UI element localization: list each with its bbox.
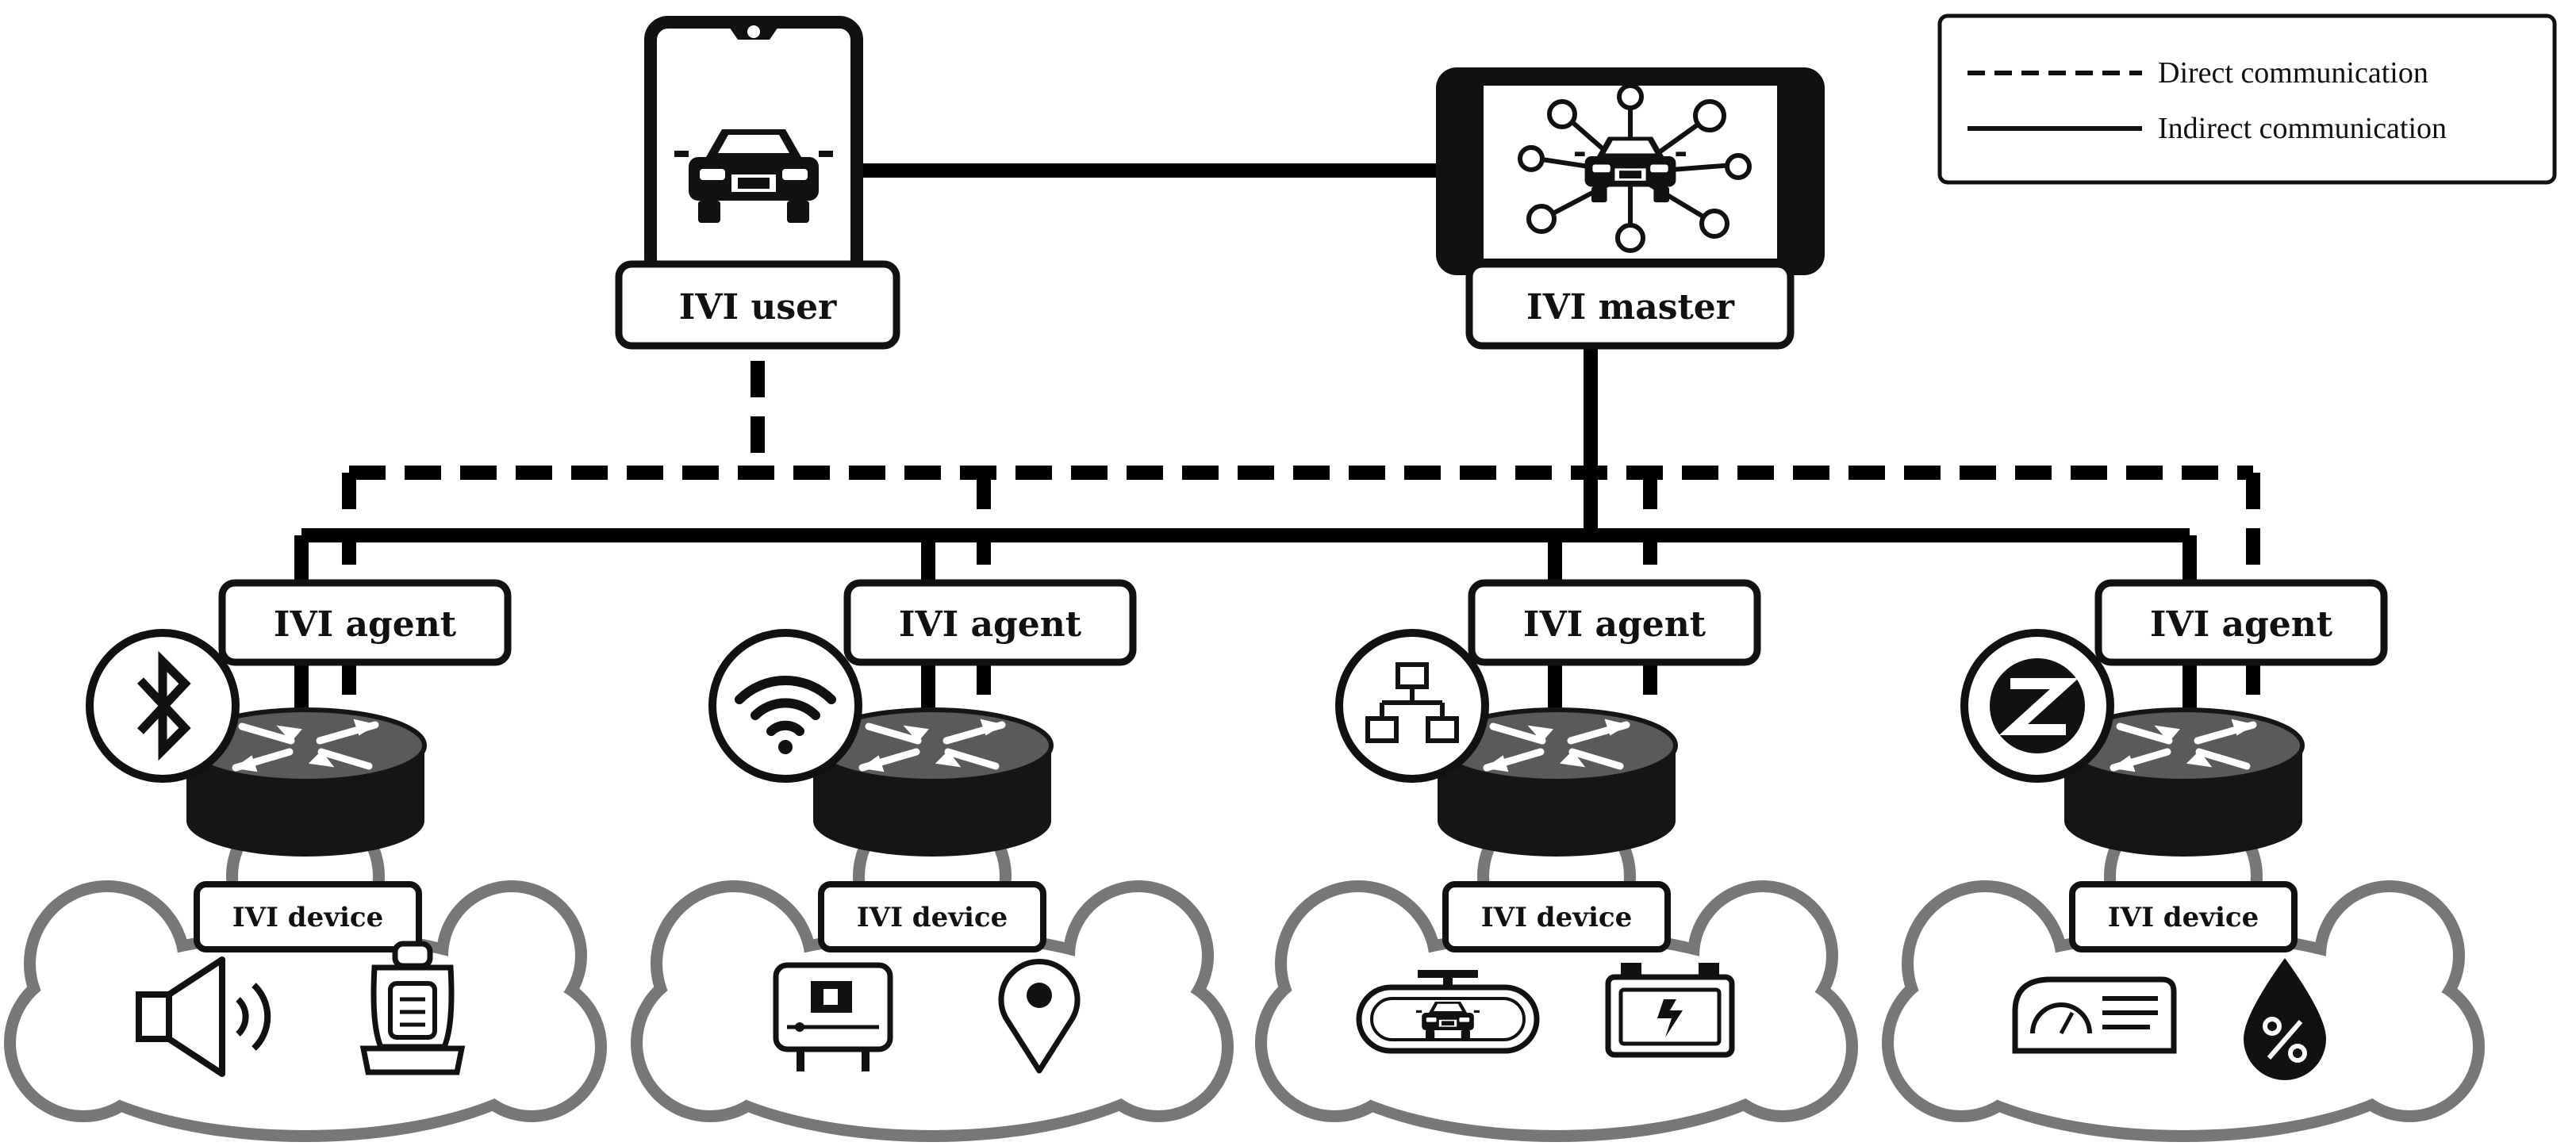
- car-seat-icon: [359, 941, 466, 1075]
- legend-indirect-label: Indirect communication: [2158, 112, 2447, 145]
- wifi-icon: [708, 629, 862, 783]
- car-battery-icon: [1605, 963, 1735, 1058]
- agent-label: IVI agent: [1523, 604, 1706, 645]
- dashboard-gauge-icon: [2012, 976, 2177, 1054]
- agent-label: IVI agent: [2150, 604, 2333, 645]
- agent-group-3: IVI agent IVI device: [1255, 579, 1858, 1142]
- legend-direct-label: Direct communication: [2158, 56, 2428, 90]
- ivi-user-label: IVI user: [679, 287, 837, 328]
- ivi-user-node: IVI user: [615, 16, 900, 350]
- ivi-master-label: IVI master: [1526, 287, 1735, 328]
- agent-label: IVI agent: [274, 604, 457, 645]
- agent-group-1: IVI agent IVI device: [4, 579, 607, 1142]
- device-label: IVI device: [2108, 902, 2259, 933]
- device-label: IVI device: [232, 902, 383, 933]
- agent-label: IVI agent: [899, 604, 1082, 645]
- agent-group-4: IVI agent IVI device: [1882, 579, 2485, 1142]
- fluid-level-percent-icon: [2244, 958, 2326, 1080]
- zigbee-icon: [1960, 629, 2114, 783]
- device-label: IVI device: [1481, 902, 1632, 933]
- agent-group-2: IVI agent IVI device: [631, 579, 1234, 1142]
- network-hierarchy-icon: [1335, 629, 1489, 783]
- direct-connections: [342, 361, 2260, 714]
- connected-car-icon: [1518, 83, 1752, 253]
- rearview-mirror-camera-icon: [1356, 970, 1540, 1054]
- speaker-icon: [136, 956, 271, 1077]
- bluetooth-icon: [86, 629, 240, 783]
- infotainment-screen-icon: [773, 962, 893, 1071]
- indirect-connections: [294, 163, 2197, 714]
- location-pin-icon: [998, 958, 1081, 1074]
- ivi-master-node: IVI master: [1436, 67, 1825, 350]
- legend: Direct communication Indirect communicat…: [1937, 13, 2557, 185]
- device-label: IVI device: [857, 902, 1008, 933]
